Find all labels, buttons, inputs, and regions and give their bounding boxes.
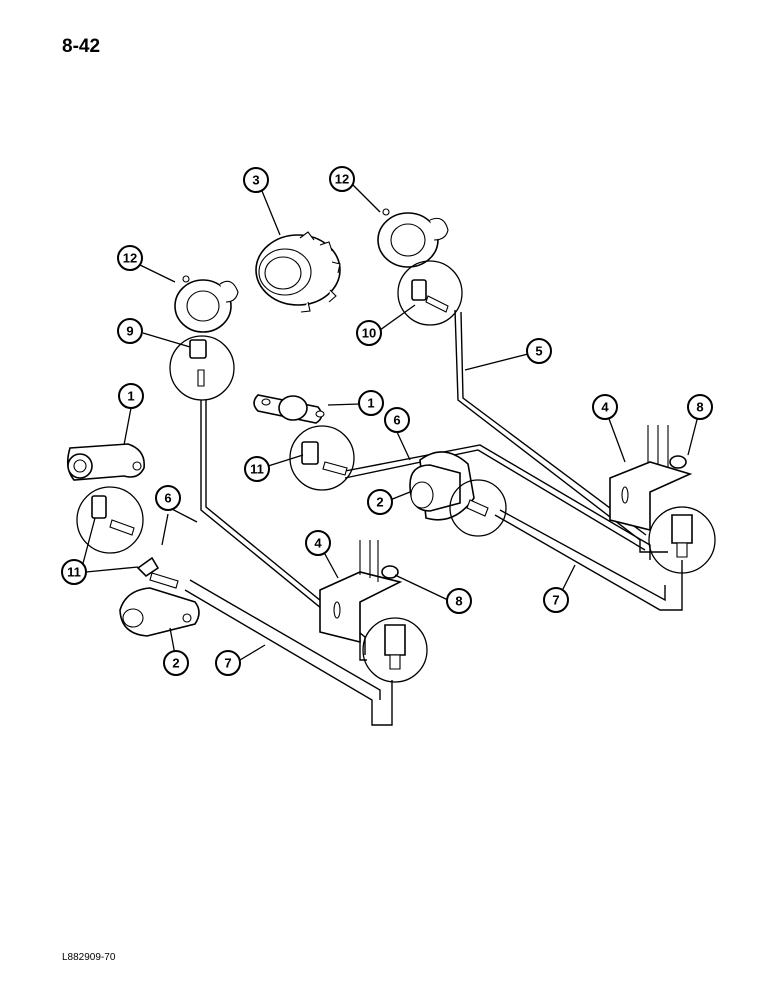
callout-2-center: 2 bbox=[367, 489, 393, 515]
svg-text:11: 11 bbox=[67, 565, 81, 580]
callout-9: 9 bbox=[117, 318, 143, 344]
callout-8-right: 8 bbox=[687, 394, 713, 420]
slave-cylinder-2-left bbox=[119, 587, 200, 637]
callout-1-left: 1 bbox=[118, 383, 144, 409]
fitting-detail-7-right bbox=[648, 506, 716, 574]
callout-11-center: 11 bbox=[244, 456, 270, 482]
svg-text:1: 1 bbox=[127, 389, 134, 404]
callout-7-left: 7 bbox=[215, 650, 241, 676]
nut-8-left bbox=[381, 565, 399, 579]
svg-text:5: 5 bbox=[535, 344, 542, 359]
callout-12-left: 12 bbox=[117, 245, 143, 271]
svg-text:7: 7 bbox=[224, 656, 231, 671]
svg-text:7: 7 bbox=[552, 593, 559, 608]
fitting-detail-11-center bbox=[289, 425, 355, 491]
gear-bearing-3 bbox=[255, 231, 341, 313]
tube-7-left bbox=[184, 579, 393, 726]
callout-2-left: 2 bbox=[163, 650, 189, 676]
page-number: 8-42 bbox=[62, 36, 101, 57]
svg-text:10: 10 bbox=[362, 326, 376, 341]
callout-12-right: 12 bbox=[329, 166, 355, 192]
tube-5 bbox=[454, 309, 668, 553]
figure-code: L882909-70 bbox=[62, 952, 116, 963]
svg-text:12: 12 bbox=[123, 251, 137, 266]
mounting-bracket-4-left bbox=[319, 540, 403, 644]
bearing-bracket-12-right bbox=[377, 208, 449, 268]
svg-text:6: 6 bbox=[164, 491, 171, 506]
slave-cylinder-2-center bbox=[409, 451, 475, 521]
svg-text:8: 8 bbox=[455, 594, 462, 609]
callout-10: 10 bbox=[356, 320, 382, 346]
callout-8-left: 8 bbox=[446, 588, 472, 614]
svg-text:2: 2 bbox=[172, 656, 179, 671]
svg-text:8: 8 bbox=[696, 400, 703, 415]
callout-7-right: 7 bbox=[543, 587, 569, 613]
callout-6-left: 6 bbox=[155, 485, 181, 511]
callout-5: 5 bbox=[526, 338, 552, 364]
callout-4-right: 4 bbox=[592, 394, 618, 420]
callout-1-center: 1 bbox=[358, 390, 384, 416]
callout-11-left: 11 bbox=[61, 559, 87, 585]
flange-1-left bbox=[66, 443, 145, 481]
fitting-detail-7-left bbox=[362, 617, 428, 683]
svg-text:3: 3 bbox=[252, 173, 259, 188]
svg-text:11: 11 bbox=[250, 462, 264, 477]
tube-7-right bbox=[494, 509, 683, 611]
fitting-detail-9 bbox=[169, 335, 235, 401]
svg-text:9: 9 bbox=[126, 324, 133, 339]
fitting-cylinder-left bbox=[136, 556, 179, 589]
svg-text:4: 4 bbox=[314, 536, 322, 551]
callout-3: 3 bbox=[243, 167, 269, 193]
flange-1-center bbox=[253, 394, 325, 424]
nut-8-right bbox=[669, 455, 687, 469]
svg-text:12: 12 bbox=[335, 172, 349, 187]
bearing-bracket-12-left bbox=[174, 275, 239, 333]
mounting-bracket-4-right bbox=[609, 425, 693, 532]
svg-text:6: 6 bbox=[393, 413, 400, 428]
svg-text:2: 2 bbox=[376, 495, 383, 510]
fitting-detail-11-left bbox=[76, 486, 144, 554]
fitting-detail-10 bbox=[397, 260, 463, 326]
svg-text:1: 1 bbox=[367, 396, 374, 411]
fitting-detail-cylinder-center bbox=[449, 479, 507, 537]
svg-text:4: 4 bbox=[601, 400, 609, 415]
callout-6-center: 6 bbox=[384, 407, 410, 433]
callout-4-left: 4 bbox=[305, 530, 331, 556]
